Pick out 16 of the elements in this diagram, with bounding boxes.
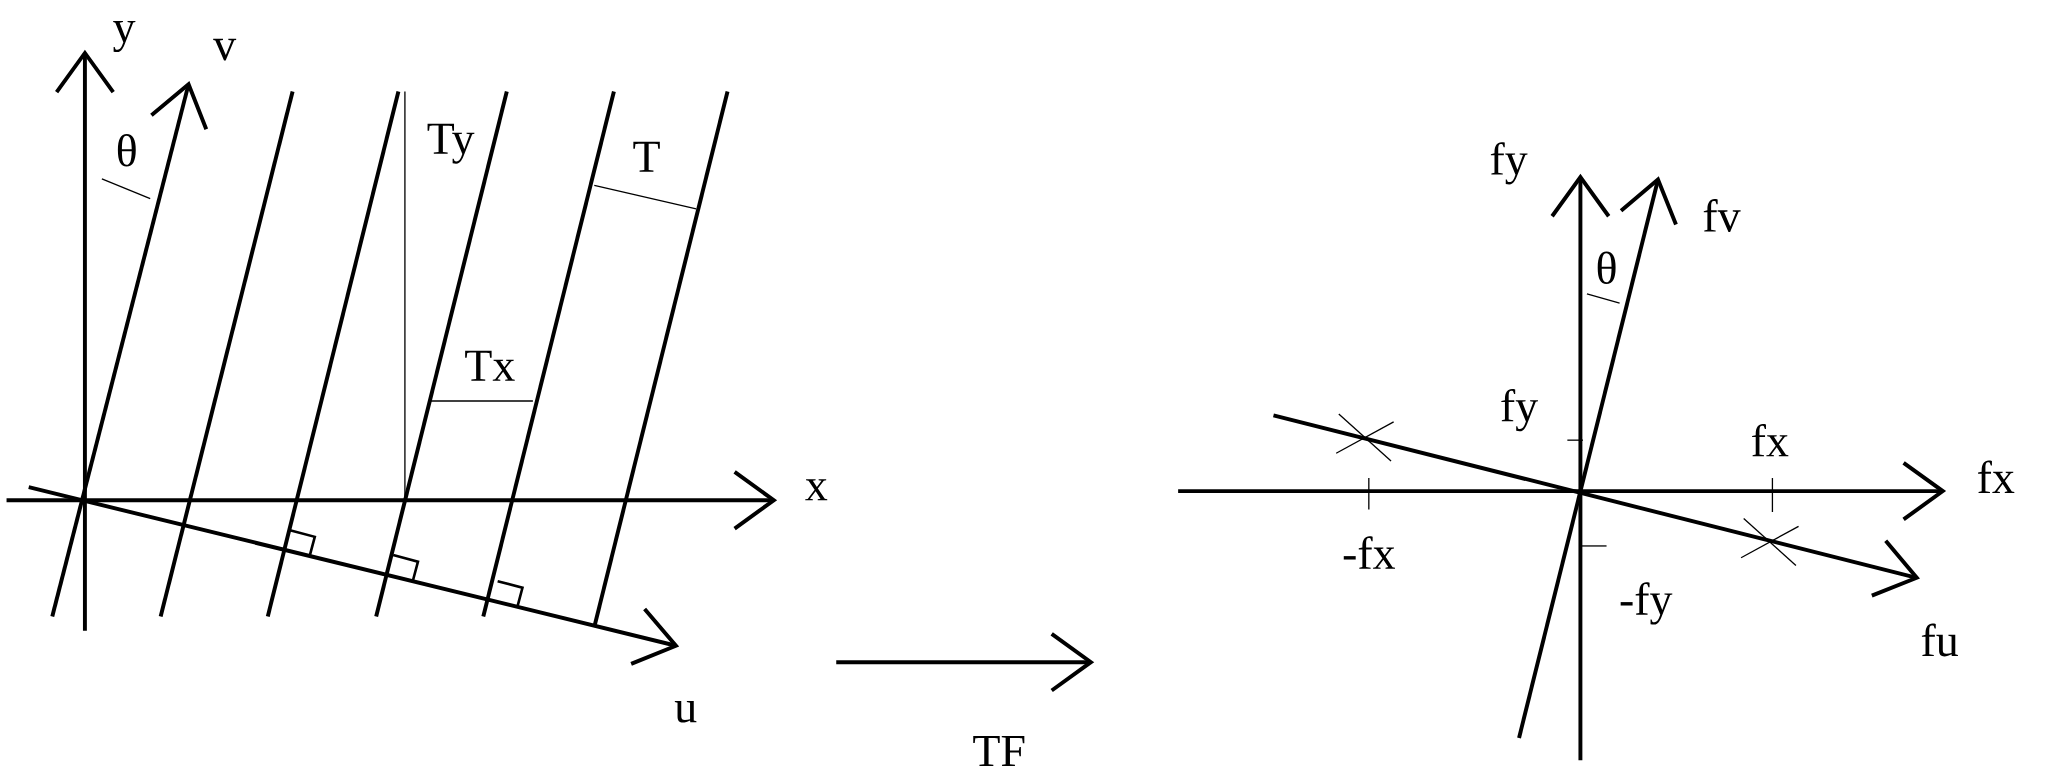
edge-label: TF <box>973 736 1025 767</box>
axis-label: y <box>113 21 136 53</box>
tick-label: -fx <box>1343 536 1396 569</box>
dimension-label: T <box>633 141 660 172</box>
tick-label: fy <box>1501 389 1538 432</box>
tick-label: -fy <box>1620 582 1673 625</box>
dimension-label: Tx <box>465 350 515 381</box>
angle-label: θ <box>117 134 136 167</box>
tick-label: fx <box>1752 424 1789 457</box>
axis-label: v <box>213 39 237 61</box>
axis-label: fy <box>1490 142 1528 185</box>
dimension-label: Ty <box>427 123 475 164</box>
axis-label: fu <box>1921 623 1958 657</box>
angle-label: θ <box>1597 251 1616 285</box>
arrow <box>836 632 1095 693</box>
axis-label: fv <box>1703 199 1741 233</box>
